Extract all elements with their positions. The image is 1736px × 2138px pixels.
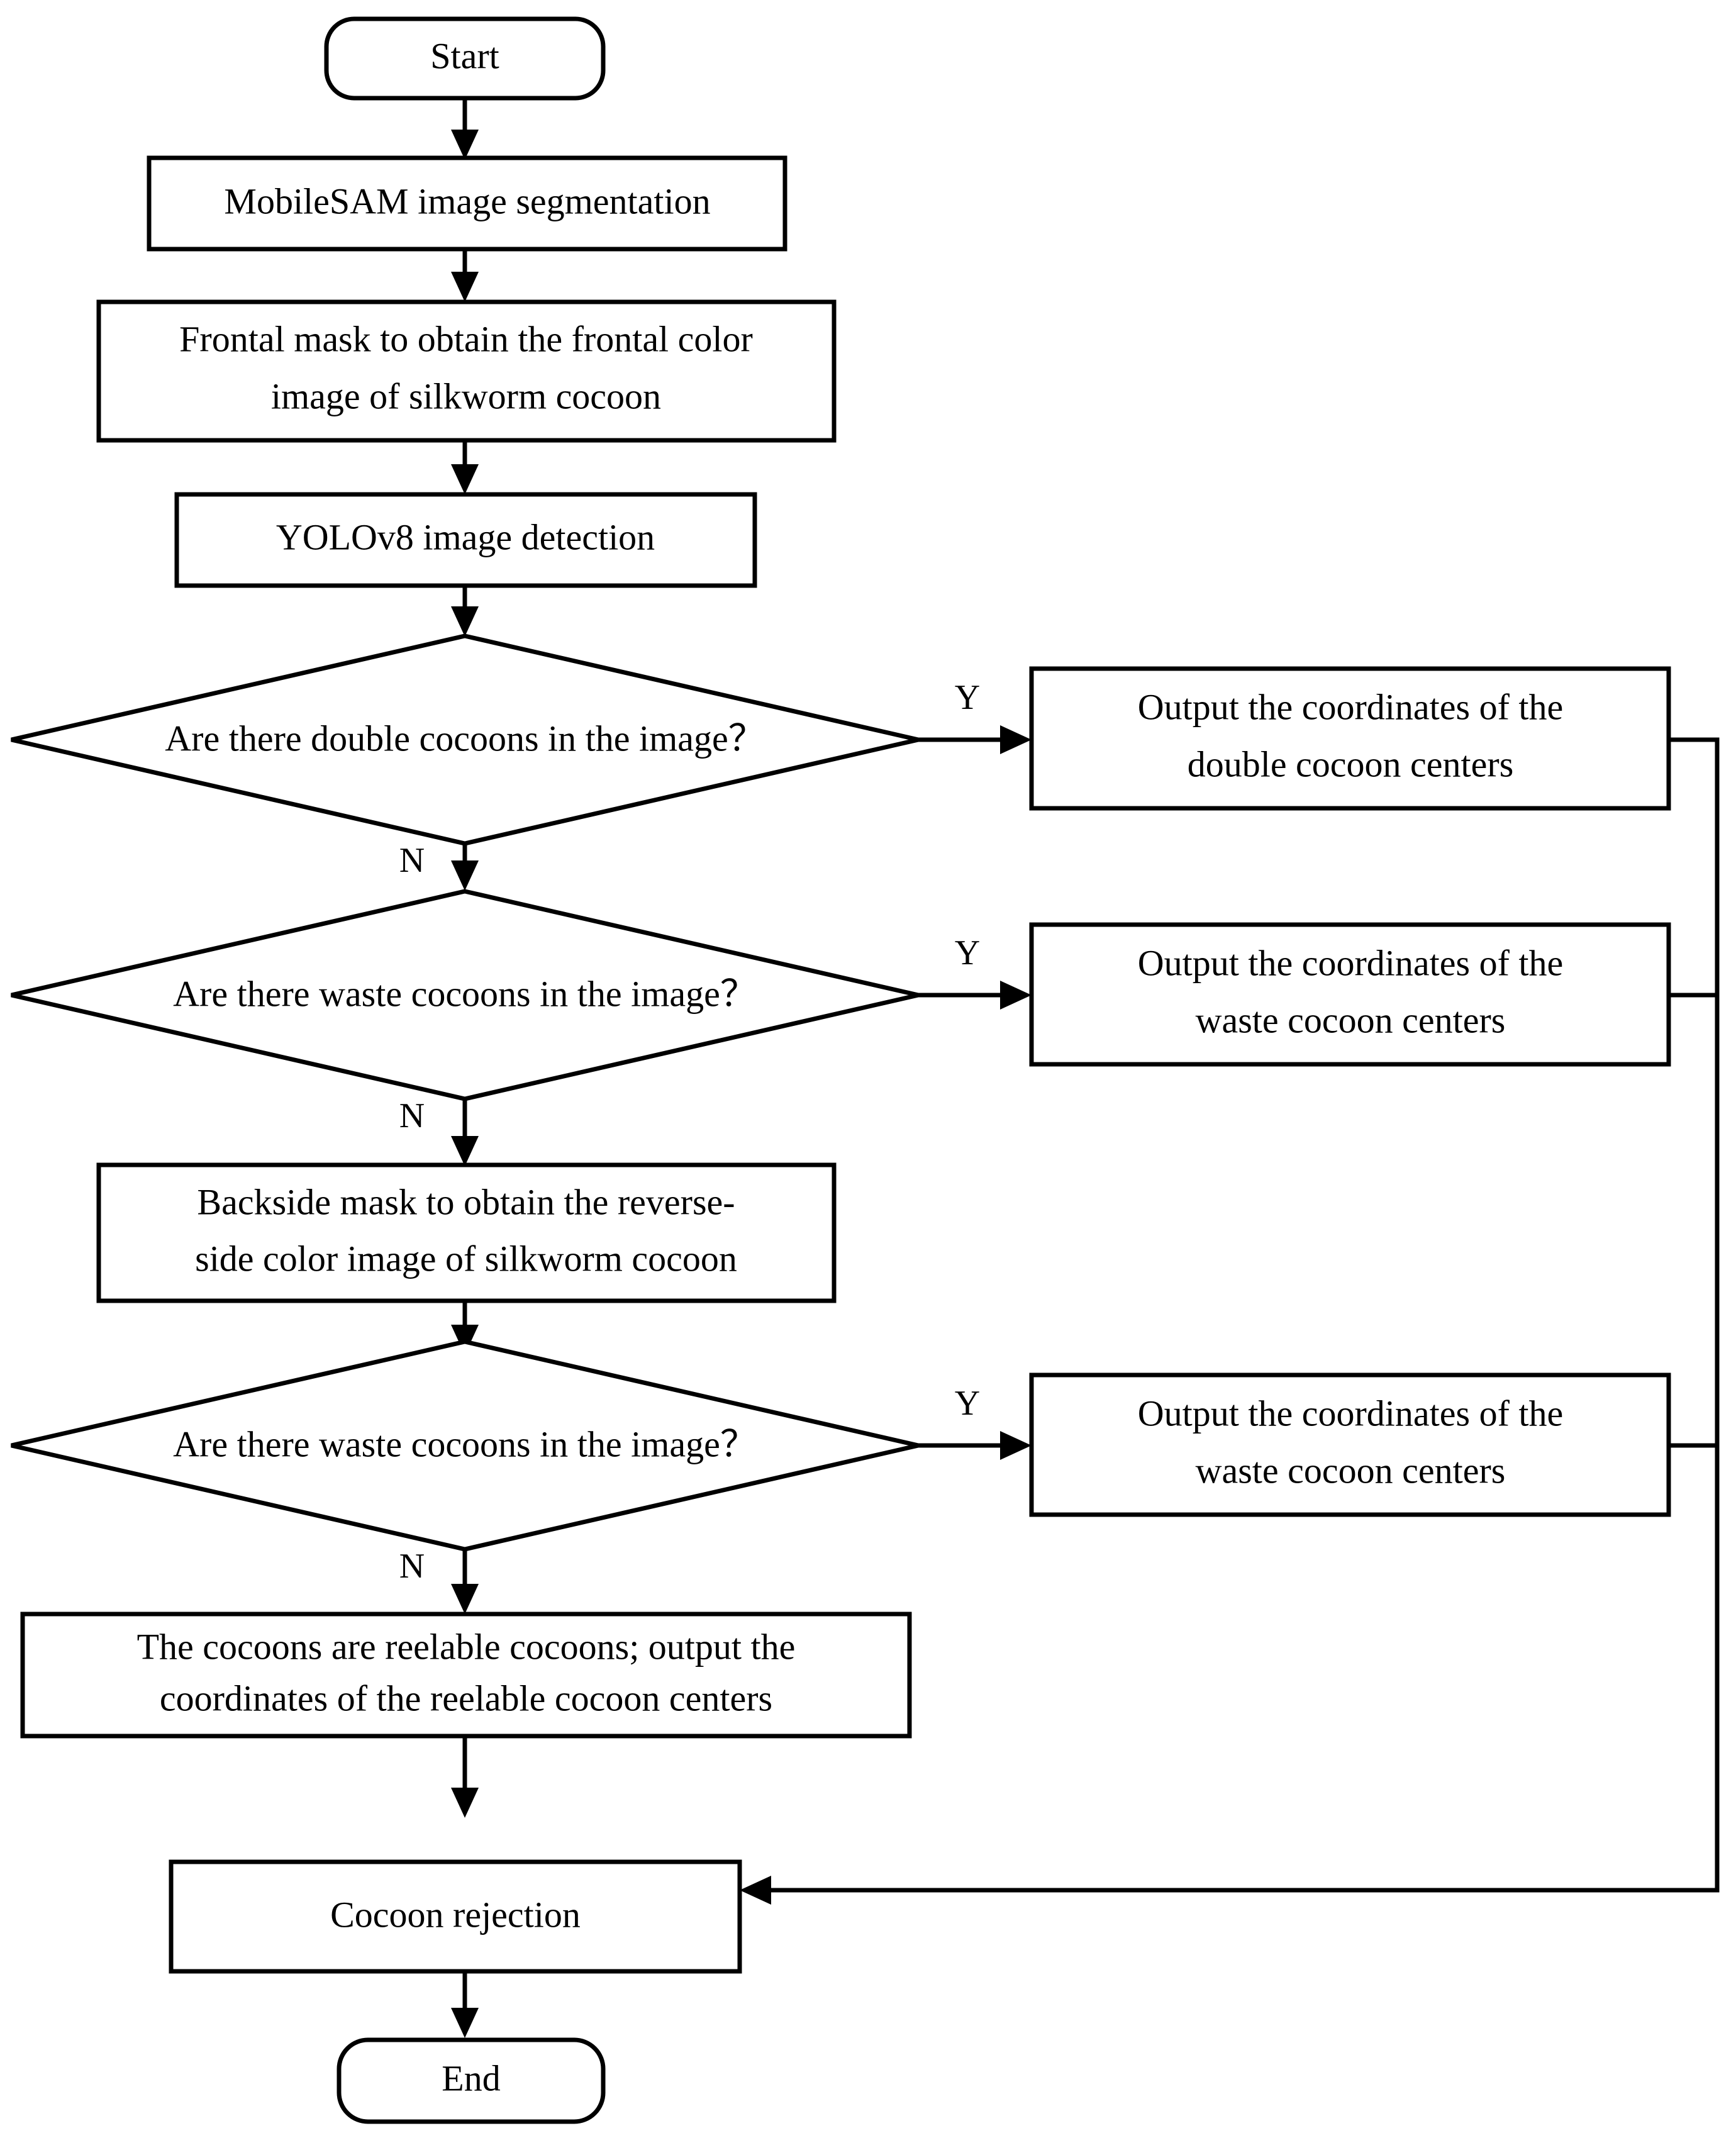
edge-decision-waste-front-no (451, 1099, 479, 1166)
node-end[interactable]: End (337, 2037, 606, 2124)
edge-start-to-mobilesam (451, 98, 479, 160)
node-decision-double-cocoons[interactable]: Are there double cocoons in the image？ (11, 633, 919, 846)
edge-mobilesam-to-frontal (451, 249, 479, 302)
node-backside-mask-label-line2: side color image of silkworm cocoon (195, 1238, 737, 1279)
edge-label-waste-back-no: N (399, 1547, 425, 1586)
edge-label-waste-front-yes: Y (955, 933, 980, 972)
node-frontal-mask-label-line1: Frontal mask to obtain the frontal color (179, 318, 753, 359)
node-yolov8[interactable]: YOLOv8 image detection (174, 492, 757, 588)
node-decision-waste-cocoons-front-label: Are there waste cocoons in the image？ (173, 973, 757, 1014)
edge-return-bus-to-rejection (740, 737, 1720, 1905)
node-decision-waste-cocoons-back-label: Are there waste cocoons in the image？ (173, 1423, 757, 1464)
edge-reelable-to-rejection (451, 1736, 479, 1818)
edge-decision-double-yes (918, 725, 1032, 754)
node-output-waste-cocoons-back-label-line1: Output the coordinates of the (1138, 1393, 1564, 1434)
edge-label-waste-front-no: N (399, 1096, 425, 1135)
node-reelable-cocoons[interactable]: The cocoons are reelable cocoons; output… (20, 1612, 912, 1739)
node-reelable-cocoons-label-line2: coordinates of the reelable cocoon cente… (160, 1678, 772, 1718)
node-decision-waste-cocoons-back[interactable]: Are there waste cocoons in the image？ (11, 1339, 919, 1552)
node-backside-mask-label-line1: Backside mask to obtain the reverse- (197, 1181, 735, 1222)
node-decision-double-cocoons-label: Are there double cocoons in the image？ (165, 718, 764, 759)
node-output-waste-cocoons-back[interactable]: Output the coordinates of the waste coco… (1029, 1372, 1671, 1517)
edge-decision-waste-back-yes (918, 1431, 1032, 1460)
node-yolov8-label: YOLOv8 image detection (276, 516, 655, 557)
edge-decision-double-no (451, 844, 479, 891)
node-output-waste-cocoons-front-label-line2: waste cocoon centers (1196, 999, 1506, 1040)
node-decision-waste-cocoons-front[interactable]: Are there waste cocoons in the image？ (11, 889, 919, 1101)
node-mobilesam[interactable]: MobileSAM image segmentation (147, 155, 787, 252)
edge-label-double-yes: Y (955, 678, 980, 717)
node-start[interactable]: Start (324, 16, 606, 101)
node-output-waste-cocoons-back-label-line2: waste cocoon centers (1196, 1450, 1506, 1491)
node-reelable-cocoons-label-line1: The cocoons are reelable cocoons; output… (137, 1626, 796, 1667)
node-start-label: Start (430, 35, 499, 76)
edge-rejection-to-end (451, 1971, 479, 2038)
node-output-waste-cocoons-front-label-line1: Output the coordinates of the (1138, 942, 1564, 983)
node-frontal-mask[interactable]: Frontal mask to obtain the frontal color… (96, 299, 837, 443)
edge-label-double-no: N (399, 841, 425, 880)
node-output-double-cocoons-label-line2: double cocoon centers (1188, 743, 1514, 784)
edge-decision-waste-front-yes (918, 981, 1032, 1010)
node-output-waste-cocoons-front[interactable]: Output the coordinates of the waste coco… (1029, 922, 1671, 1067)
node-cocoon-rejection-label: Cocoon rejection (330, 1894, 581, 1935)
edge-label-waste-back-yes: Y (955, 1384, 980, 1423)
node-output-double-cocoons[interactable]: Output the coordinates of the double coc… (1029, 666, 1671, 811)
edge-decision-waste-back-no (451, 1549, 479, 1614)
node-frontal-mask-label-line2: image of silkworm cocoon (271, 376, 661, 416)
node-output-double-cocoons-label-line1: Output the coordinates of the (1138, 686, 1564, 727)
node-cocoon-rejection[interactable]: Cocoon rejection (169, 1859, 742, 1974)
node-end-label: End (442, 2057, 500, 2098)
edge-yolov8-to-decision-double (451, 585, 479, 637)
node-backside-mask[interactable]: Backside mask to obtain the reverse- sid… (96, 1162, 837, 1303)
node-mobilesam-label: MobileSAM image segmentation (224, 181, 710, 221)
edge-frontal-to-yolov8 (451, 440, 479, 494)
